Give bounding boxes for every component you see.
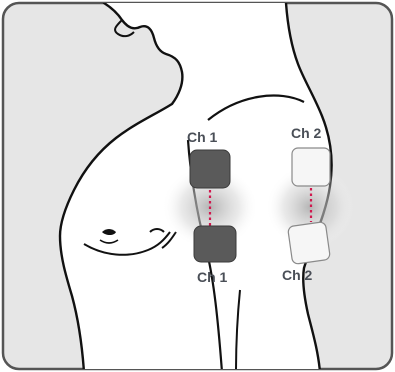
ch2-top-label: Ch 2: [291, 125, 322, 141]
ch1-bottom-electrode-pad: [194, 226, 236, 262]
ch2-top-electrode-pad: [292, 148, 330, 186]
ch1-top-electrode-pad: [190, 150, 230, 188]
ch2-bottom-electrode-pad: [288, 222, 331, 265]
ch2-bottom-label: Ch 2: [282, 267, 313, 283]
ch1-bottom-label: Ch 1: [197, 269, 228, 285]
ch1-top-label: Ch 1: [187, 129, 218, 145]
